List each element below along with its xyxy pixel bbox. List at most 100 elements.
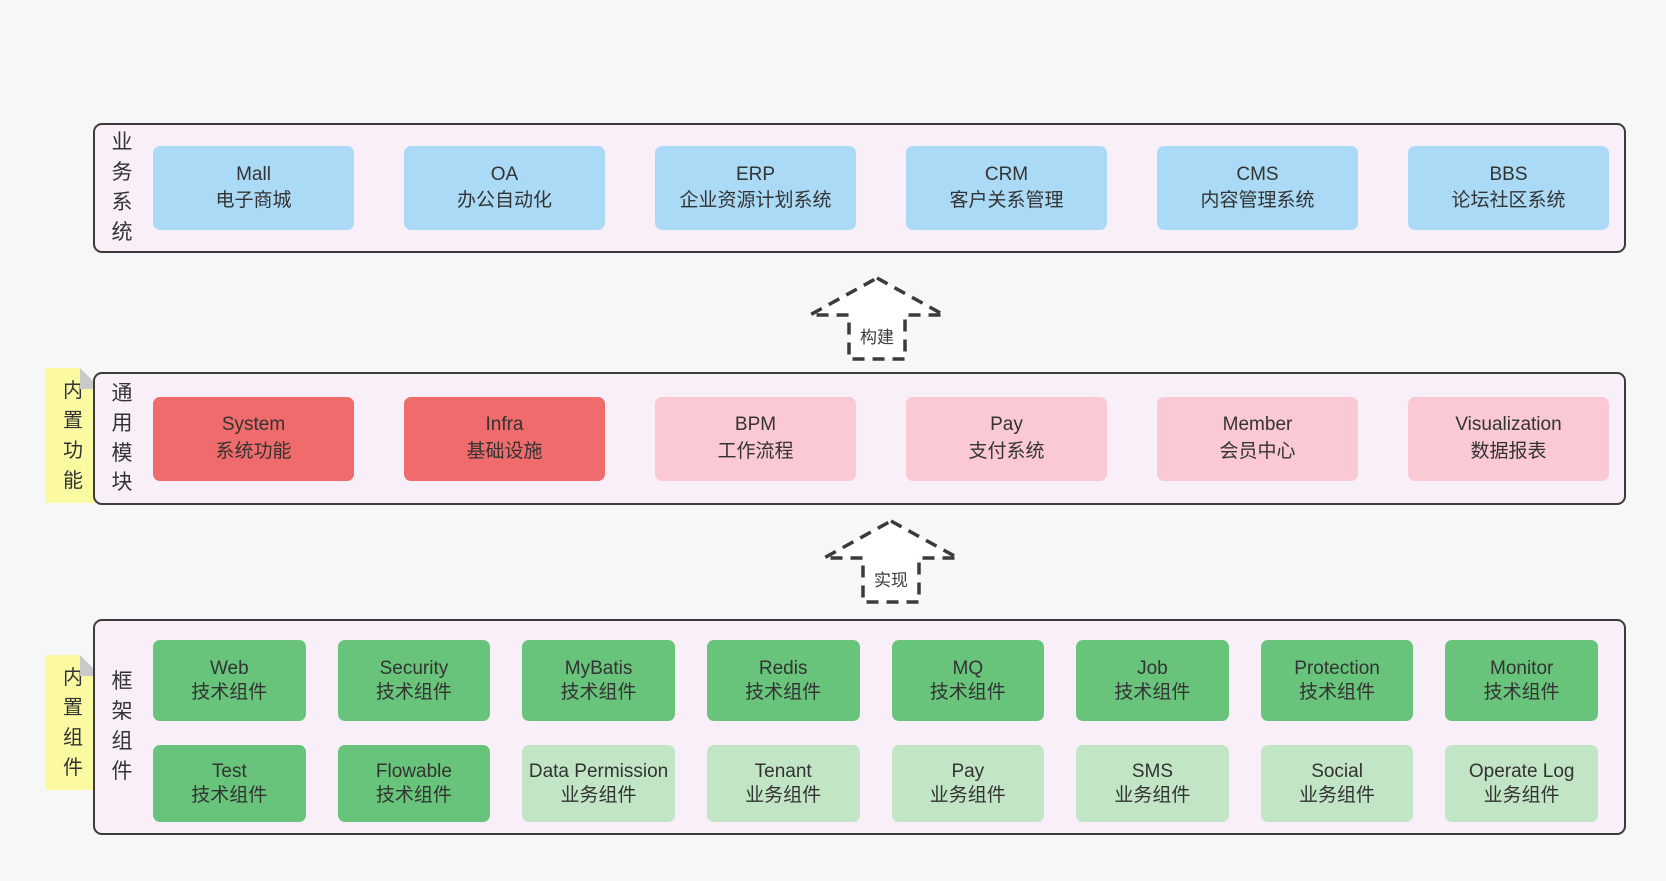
box-title: OA xyxy=(490,163,519,185)
box-data-permission: Data Permission 业务组件 xyxy=(522,745,675,822)
layer-modules-label: 通用模块 xyxy=(111,381,133,495)
layer-business-label: 业务系统 xyxy=(111,131,133,244)
box-protection: Protection 技术组件 xyxy=(1260,640,1414,721)
box-title: Redis xyxy=(758,657,808,679)
box-subtitle: 技术组件 xyxy=(1483,681,1560,703)
box-crm: CRM 客户关系管理 xyxy=(906,146,1107,230)
arrow-implement-label: 实现 xyxy=(871,564,911,592)
layer-business-systems: 业务系统 Mall 电子商城 OA 办公自动化 ERP 企业资源计划系统 CRM… xyxy=(93,123,1626,253)
box-mybatis: MyBatis 技术组件 xyxy=(522,640,675,721)
layer-components-label-column: 框架组件 xyxy=(95,621,149,833)
box-title: BBS xyxy=(1489,163,1528,185)
box-subtitle: 技术组件 xyxy=(1299,681,1376,703)
box-flowable: Flowable 技术组件 xyxy=(337,745,491,822)
note-built-in-features: 内置功能 xyxy=(45,368,101,503)
box-subtitle: 技术组件 xyxy=(191,681,268,703)
layer-framework-components: 框架组件 Web 技术组件 Security 技术组件 MyBatis 技术组件… xyxy=(93,619,1626,835)
box-title: Data Permission xyxy=(528,760,669,782)
box-member: Member 会员中心 xyxy=(1157,396,1358,481)
box-visualization: Visualization 数据报表 xyxy=(1408,396,1609,481)
note-built-in-features-label: 内置功能 xyxy=(63,379,83,492)
box-subtitle: 客户关系管理 xyxy=(949,190,1064,211)
box-title: SMS xyxy=(1131,760,1174,782)
box-mq: MQ 技术组件 xyxy=(891,640,1045,721)
box-tenant: Tenant 业务组件 xyxy=(706,745,860,822)
up-arrow-icon xyxy=(823,519,959,604)
box-title: MyBatis xyxy=(564,657,633,679)
box-pay-system: Pay 支付系统 xyxy=(906,396,1107,481)
box-system: System 系统功能 xyxy=(153,396,354,481)
box-title: MQ xyxy=(952,657,984,679)
box-subtitle: 技术组件 xyxy=(560,681,637,703)
box-subtitle: 工作流程 xyxy=(717,440,794,462)
box-title: Job xyxy=(1137,657,1168,679)
layer-business-label-column: 业务系统 xyxy=(95,125,149,251)
box-pay-component: Pay 业务组件 xyxy=(891,745,1045,822)
box-title: CMS xyxy=(1236,163,1279,185)
business-boxes-row: Mall 电子商城 OA 办公自动化 ERP 企业资源计划系统 CRM 客户关系… xyxy=(149,125,1627,251)
modules-boxes-row: System 系统功能 Infra 基础设施 BPM 工作流程 Pay 支付系统… xyxy=(149,374,1627,503)
note-built-in-components-label: 内置组件 xyxy=(63,666,83,779)
box-subtitle: 支付系统 xyxy=(968,440,1045,462)
box-title: CRM xyxy=(984,163,1029,185)
box-subtitle: 业务组件 xyxy=(1114,784,1191,806)
box-subtitle: 技术组件 xyxy=(375,681,452,703)
box-subtitle: 技术组件 xyxy=(1114,681,1191,703)
layer-common-modules: 通用模块 System 系统功能 Infra 基础设施 BPM 工作流程 Pay… xyxy=(93,372,1626,505)
box-title: Monitor xyxy=(1490,657,1554,679)
box-title: Web xyxy=(209,657,249,679)
box-subtitle: 企业资源计划系统 xyxy=(679,190,832,211)
box-test: Test 技术组件 xyxy=(153,745,306,822)
box-subtitle: 业务组件 xyxy=(1483,784,1560,806)
box-subtitle: 电子商城 xyxy=(215,190,292,211)
box-operate-log: Operate Log 业务组件 xyxy=(1445,745,1598,822)
box-erp: ERP 企业资源计划系统 xyxy=(655,146,856,230)
box-title: Protection xyxy=(1294,657,1380,679)
box-security: Security 技术组件 xyxy=(337,640,491,721)
box-infra: Infra 基础设施 xyxy=(404,396,605,481)
arrow-build-label: 构建 xyxy=(857,321,897,349)
box-subtitle: 办公自动化 xyxy=(456,190,552,211)
box-title: Pay xyxy=(951,760,985,782)
box-redis: Redis 技术组件 xyxy=(706,640,860,721)
box-subtitle: 技术组件 xyxy=(929,681,1006,703)
box-oa: OA 办公自动化 xyxy=(404,146,605,230)
box-title: Test xyxy=(211,760,247,782)
up-arrow-icon xyxy=(809,276,945,361)
box-web: Web 技术组件 xyxy=(153,640,306,721)
box-subtitle: 业务组件 xyxy=(745,784,822,806)
box-title: Flowable xyxy=(375,760,452,782)
layer-modules-label-column: 通用模块 xyxy=(95,374,149,503)
box-title: Mall xyxy=(236,163,271,185)
box-subtitle: 技术组件 xyxy=(191,784,268,806)
box-subtitle: 业务组件 xyxy=(560,784,637,806)
box-title: BPM xyxy=(734,414,777,436)
box-subtitle: 业务组件 xyxy=(1299,784,1376,806)
box-title: Operate Log xyxy=(1468,760,1575,782)
box-sms: SMS 业务组件 xyxy=(1076,745,1229,822)
arrow-implement: 实现 xyxy=(821,518,961,605)
box-title: Tenant xyxy=(754,760,812,782)
box-subtitle: 业务组件 xyxy=(929,784,1006,806)
box-subtitle: 技术组件 xyxy=(745,681,822,703)
box-subtitle: 技术组件 xyxy=(375,784,452,806)
box-social: Social 业务组件 xyxy=(1260,745,1414,822)
arrow-build: 构建 xyxy=(807,275,947,362)
box-subtitle: 论坛社区系统 xyxy=(1451,190,1566,211)
box-subtitle: 数据报表 xyxy=(1470,440,1547,462)
box-title: Member xyxy=(1222,414,1293,436)
box-title: System xyxy=(221,414,286,436)
box-title: Pay xyxy=(990,414,1023,436)
box-bpm: BPM 工作流程 xyxy=(655,396,856,481)
box-subtitle: 基础设施 xyxy=(466,440,543,462)
components-grid: Web 技术组件 Security 技术组件 MyBatis 技术组件 Redi… xyxy=(149,621,1624,833)
box-job: Job 技术组件 xyxy=(1076,640,1229,721)
box-subtitle: 系统功能 xyxy=(215,440,292,462)
box-subtitle: 内容管理系统 xyxy=(1200,190,1315,211)
box-mall: Mall 电子商城 xyxy=(153,146,354,230)
box-title: Security xyxy=(379,657,449,679)
box-title: ERP xyxy=(735,163,776,185)
box-monitor: Monitor 技术组件 xyxy=(1445,640,1598,721)
box-bbs: BBS 论坛社区系统 xyxy=(1408,146,1609,230)
